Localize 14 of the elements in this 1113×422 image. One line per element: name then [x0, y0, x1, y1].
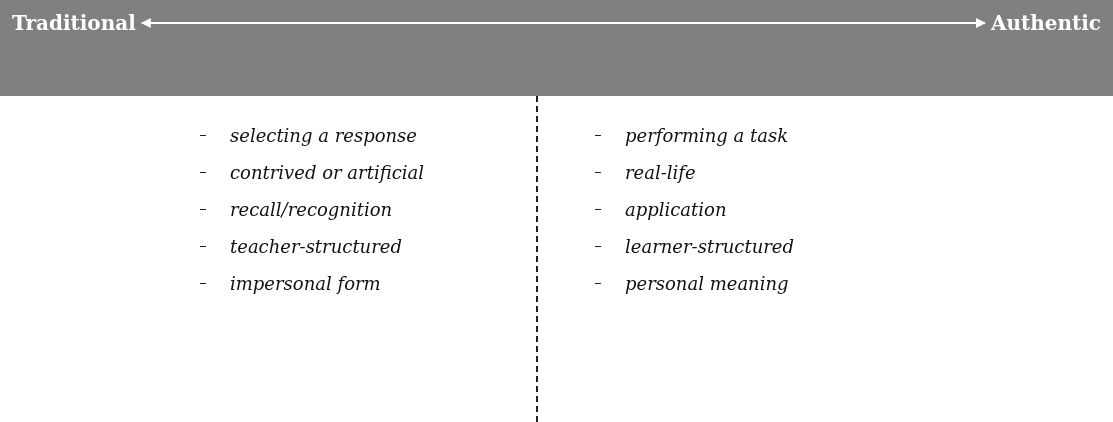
- list-item: learner-structured: [625, 236, 795, 257]
- header-band: [0, 0, 1113, 96]
- list-item: teacher-structured: [230, 236, 402, 257]
- heading-label: Authentic: [990, 10, 1101, 36]
- list-item: recall/recognition: [230, 199, 393, 220]
- list-item: application: [625, 199, 727, 220]
- list-item: impersonal form: [230, 273, 381, 294]
- list-item: performing a task: [625, 125, 789, 146]
- list-item: personal meaning: [625, 273, 789, 294]
- double-headed-arrow: [140, 18, 986, 28]
- list-item: contrived or artificial: [230, 162, 424, 183]
- heading-label: Traditional: [12, 10, 136, 36]
- list-item: real-life: [625, 162, 696, 183]
- list-item: selecting a response: [230, 125, 417, 146]
